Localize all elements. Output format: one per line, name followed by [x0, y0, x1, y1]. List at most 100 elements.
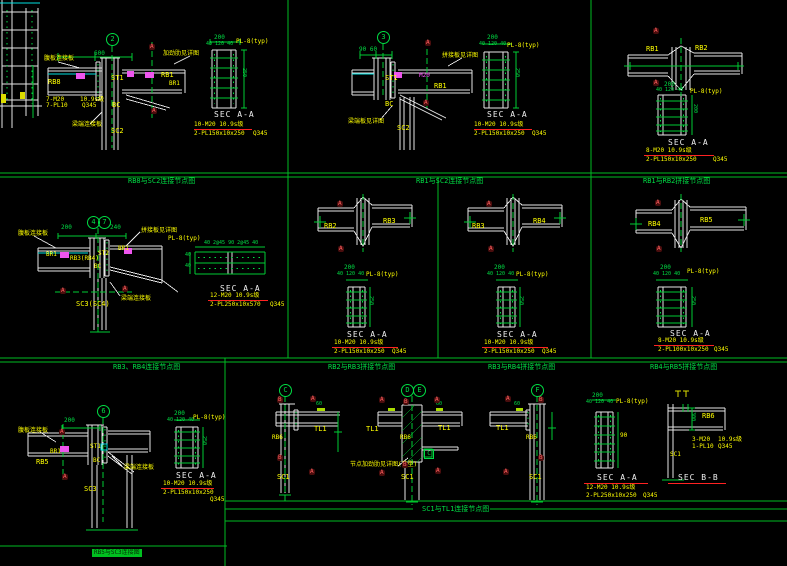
r2c1-labels-sc34[interactable]: SC3(SC4) — [76, 300, 110, 308]
r1c1-labels-rb8[interactable]: RB8 — [48, 78, 61, 86]
r2c4-marks-a_bot[interactable]: A — [656, 245, 662, 252]
r1c1-labels-bolt_note4[interactable]: Q345 — [82, 102, 97, 109]
r2c2-sec-dim_top[interactable]: 200 — [344, 264, 355, 271]
r2c2-sec-plate[interactable]: PL-8(typ) — [366, 271, 399, 278]
r2c1-marks-a_left[interactable]: A — [60, 287, 66, 294]
r2c1-labels-rb34[interactable]: RB3(RB4) — [70, 255, 99, 262]
r2c1-labels-st2[interactable]: ST2 — [98, 250, 109, 257]
r3c2-sub_c-dim[interactable]: 60 — [514, 401, 521, 407]
r3c2-sec_bb-note1[interactable]: 3-M20 — [692, 436, 711, 443]
r1c1-labels-bolt_note3[interactable]: 10.9s级 — [80, 96, 105, 103]
r2c3-marks-a_top[interactable]: A — [486, 200, 492, 207]
r1c2-caption[interactable]: RB1与SC2连接节点图 — [416, 177, 484, 185]
r1c1-marks-a_bot[interactable]: A — [151, 107, 157, 114]
r3c2-sub_a-bubble[interactable]: C — [279, 384, 292, 397]
r2c4-sec-grade[interactable]: Q345 — [714, 346, 729, 353]
r3c1-labels-rb5[interactable]: RB5 — [36, 458, 49, 466]
r1c2-sec-dim_top[interactable]: 200 — [487, 34, 498, 41]
r3c2-sec_bb-note2[interactable]: 1-PL10 — [692, 443, 714, 450]
r2c2-sec-grade[interactable]: Q345 — [392, 348, 407, 355]
r1c2-labels-leader_end[interactable]: 梁端板见详图 — [348, 118, 385, 125]
r3c2-sub_b-rb6[interactable]: RB6 — [400, 434, 411, 441]
r2c1-labels-leader_web[interactable]: 腹板连接板 — [18, 230, 49, 237]
r3c1-labels-bc[interactable]: BC — [93, 457, 101, 464]
r3c1-sec-title[interactable]: SEC A-A — [176, 471, 217, 480]
r2c3-caption[interactable]: RB3与RB4拼接节点图 — [488, 363, 556, 371]
r2c4-sec-dim_side[interactable]: 250 — [690, 296, 696, 306]
r2c2-sec-dim_row[interactable]: 40 120 40 — [337, 271, 365, 277]
r2c4-sec-dim_top[interactable]: 200 — [660, 264, 671, 271]
r1c1-sec-grade[interactable]: Q345 — [253, 130, 268, 137]
r2c1-marks-a_right[interactable]: A — [122, 285, 128, 292]
r3c2-sec_bb-title[interactable]: SEC B-B — [678, 473, 719, 482]
r2c1-caption[interactable]: RB3、RB4连接节点图 — [113, 363, 181, 371]
r2c4-marks-a_top[interactable]: A — [655, 199, 661, 206]
r3c2-sub_b-mark_b_t[interactable]: B — [403, 398, 409, 405]
r1c2-labels-st1[interactable]: ST1 — [385, 74, 398, 82]
r3c1-sec-note2[interactable]: 2-PL150x10x250 — [163, 489, 214, 496]
r3c2-sec_aa-grade[interactable]: Q345 — [643, 492, 658, 499]
r3c1-caption[interactable]: RB5与SC3连接图 — [92, 549, 142, 557]
r1c2-labels-m20[interactable]: M20 — [419, 72, 430, 79]
r1c1-labels-leader_stiff[interactable]: 加劲肋见详图 — [163, 50, 200, 57]
r1c1-labels-bolt_note1[interactable]: 7-M20 — [46, 96, 65, 103]
r1c2-bubble[interactable]: 3 — [377, 31, 390, 44]
r1c3-marks-a_bot[interactable]: A — [653, 79, 659, 86]
r3c2-sub_b-mark_b_b[interactable]: B — [402, 461, 408, 468]
r3c2-sub_b-bubble_e[interactable]: E — [413, 384, 426, 397]
r3c2-sub_a-mark_a_bot[interactable]: A — [309, 468, 315, 475]
r1c1-labels-rb1[interactable]: RB1 — [161, 71, 174, 79]
r1c1-labels-st1[interactable]: ST1 — [111, 74, 124, 82]
r3c1-labels-leader_web[interactable]: 腹板连接板 — [18, 427, 49, 434]
r2c4-caption[interactable]: RB4与RB5拼接节点图 — [650, 363, 718, 371]
r2c1-labels-dim_200[interactable]: 200 — [61, 224, 72, 231]
r3c2-sub_c-mark_b_bot[interactable]: B — [538, 454, 544, 461]
r2c1-labels-leader_end[interactable]: 梁端连接板 — [121, 295, 152, 302]
r3c1-marks-a_top[interactable]: A — [59, 428, 65, 435]
r2c1-sec-grade[interactable]: Q345 — [270, 301, 285, 308]
r1c1-sec-dim_side[interactable]: 250 — [241, 68, 247, 78]
r3c2-sub_b-tl1_right[interactable]: TL1 — [438, 424, 451, 432]
r3c2-sec_aa-note1[interactable]: 12-M20 10.9s级 — [586, 484, 636, 491]
r2c1-sec-note1[interactable]: 12-M20 10.9s级 — [210, 292, 260, 299]
r3c2-caption[interactable]: SC1与TL1连接节点图 — [422, 505, 490, 513]
r1c3-sec-grade[interactable]: Q345 — [713, 156, 728, 163]
r2c1-plan-dim_l1[interactable]: 40 — [185, 252, 192, 258]
r1c3-sec-dim_row[interactable]: 40 120 40 — [656, 87, 684, 93]
r2c1-sec-title[interactable]: SEC A-A — [220, 284, 261, 293]
r3c2-sub_a-dim[interactable]: 60 — [316, 401, 323, 407]
r2c1-labels-br1_left[interactable]: BR1 — [46, 251, 57, 258]
r1c1-labels-dim_600[interactable]: 600 — [94, 50, 105, 57]
r2c1-bubble7[interactable]: 7 — [98, 216, 111, 229]
r2c4-labels-rb5[interactable]: RB5 — [700, 216, 713, 224]
r2c3-sec-title[interactable]: SEC A-A — [497, 330, 538, 339]
r2c2-sec-dim_side[interactable]: 250 — [368, 296, 374, 306]
r1c1-sec-note2[interactable]: 2-PL150x10x250 — [194, 130, 245, 137]
r3c2-sec_bb-note4[interactable]: Q345 — [718, 443, 733, 450]
r1c1-labels-leader_end[interactable]: 梁端连接板 — [72, 121, 103, 128]
r2c1-labels-leader_splice[interactable]: 拼接板见详图 — [141, 227, 178, 234]
r3c2-sub_a-tl1[interactable]: TL1 — [314, 425, 327, 433]
r1c3-labels-rb2[interactable]: RB2 — [695, 44, 708, 52]
r2c4-sec-plate[interactable]: PL-8(typ) — [687, 268, 720, 275]
r1c1-sec-title[interactable]: SEC A-A — [214, 110, 255, 119]
r3c2-sec_aa-plate[interactable]: PL-8(typ) — [616, 398, 649, 405]
r3c1-sec-note1[interactable]: 10-M20 10.9s级 — [163, 480, 213, 487]
r1c1-labels-br1[interactable]: BR1 — [169, 80, 180, 87]
r1c2-sec-grade[interactable]: Q345 — [532, 130, 547, 137]
r1c3-sec-dim_side[interactable]: 200 — [692, 104, 698, 114]
r3c2-sec_bb-note3[interactable]: 10.9s级 — [718, 436, 743, 443]
r1c1-sec-note1[interactable]: 10-M20 10.9s级 — [194, 121, 244, 128]
r3c1-sec-dim_side[interactable]: 250 — [201, 436, 207, 446]
r3c1-labels-br1[interactable]: BR1 — [50, 448, 61, 455]
r3c2-sub_a-mark_b_bot[interactable]: B — [277, 454, 283, 461]
r2c4-sec-note2[interactable]: 2-PL100x10x250 — [658, 346, 709, 353]
r2c1-labels-dim_240[interactable]: 240 — [110, 224, 121, 231]
r1c2-sec-dim_row[interactable]: 40 120 40 — [479, 41, 507, 47]
r2c1-plan-dim_top[interactable]: 40 2@45 90 2@45 40 — [204, 240, 259, 246]
r3c2-sub_b-sc1[interactable]: SC1 — [401, 473, 414, 481]
r1c2-labels-bc[interactable]: BC — [385, 100, 394, 108]
r3c2-sub_b-tl1_left[interactable]: TL1 — [366, 425, 379, 433]
r2c2-marks-a_bot[interactable]: A — [338, 245, 344, 252]
